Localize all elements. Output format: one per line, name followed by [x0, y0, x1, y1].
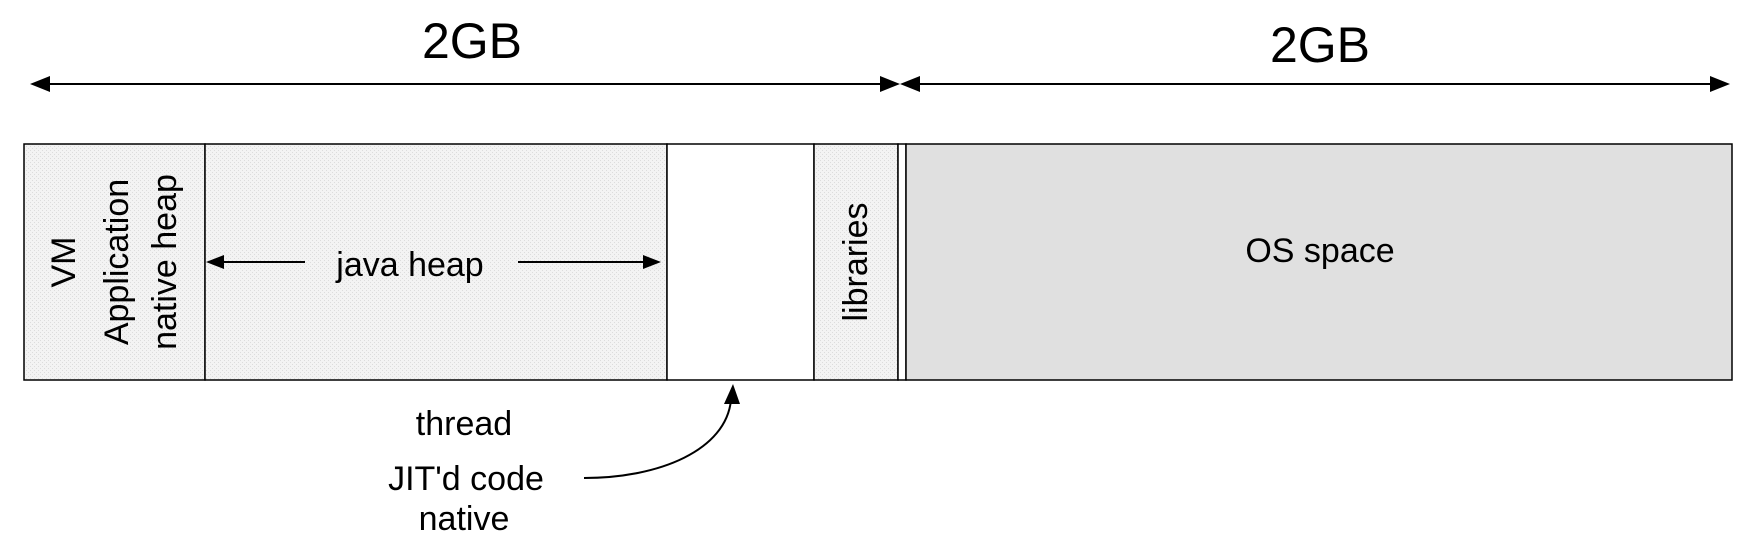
application-label: Application [98, 179, 136, 345]
os-space-segment [905, 143, 1733, 381]
java-heap-label: java heap [335, 246, 483, 284]
left-span-arrow [30, 76, 900, 92]
annotation-native: native [419, 500, 510, 538]
thread-jit-native-segment [666, 143, 815, 381]
vm-label: VM [45, 237, 83, 288]
right-span-label: 2GB [1270, 17, 1370, 73]
gap-segment [897, 143, 907, 381]
annotation-thread: thread [416, 405, 512, 443]
libraries-label: libraries [837, 202, 875, 321]
vm-native-heap-segment [23, 143, 206, 381]
native-heap-label: native heap [146, 174, 184, 350]
os-space-label: OS space [1245, 232, 1394, 270]
right-span-arrow [900, 76, 1730, 92]
annotation-jit-code: JIT'd code [388, 460, 544, 498]
annotation-pointer-arrow [583, 384, 740, 479]
left-span-label: 2GB [422, 13, 522, 69]
libraries-segment [813, 143, 899, 381]
java-heap-extent-arrow [206, 255, 661, 269]
